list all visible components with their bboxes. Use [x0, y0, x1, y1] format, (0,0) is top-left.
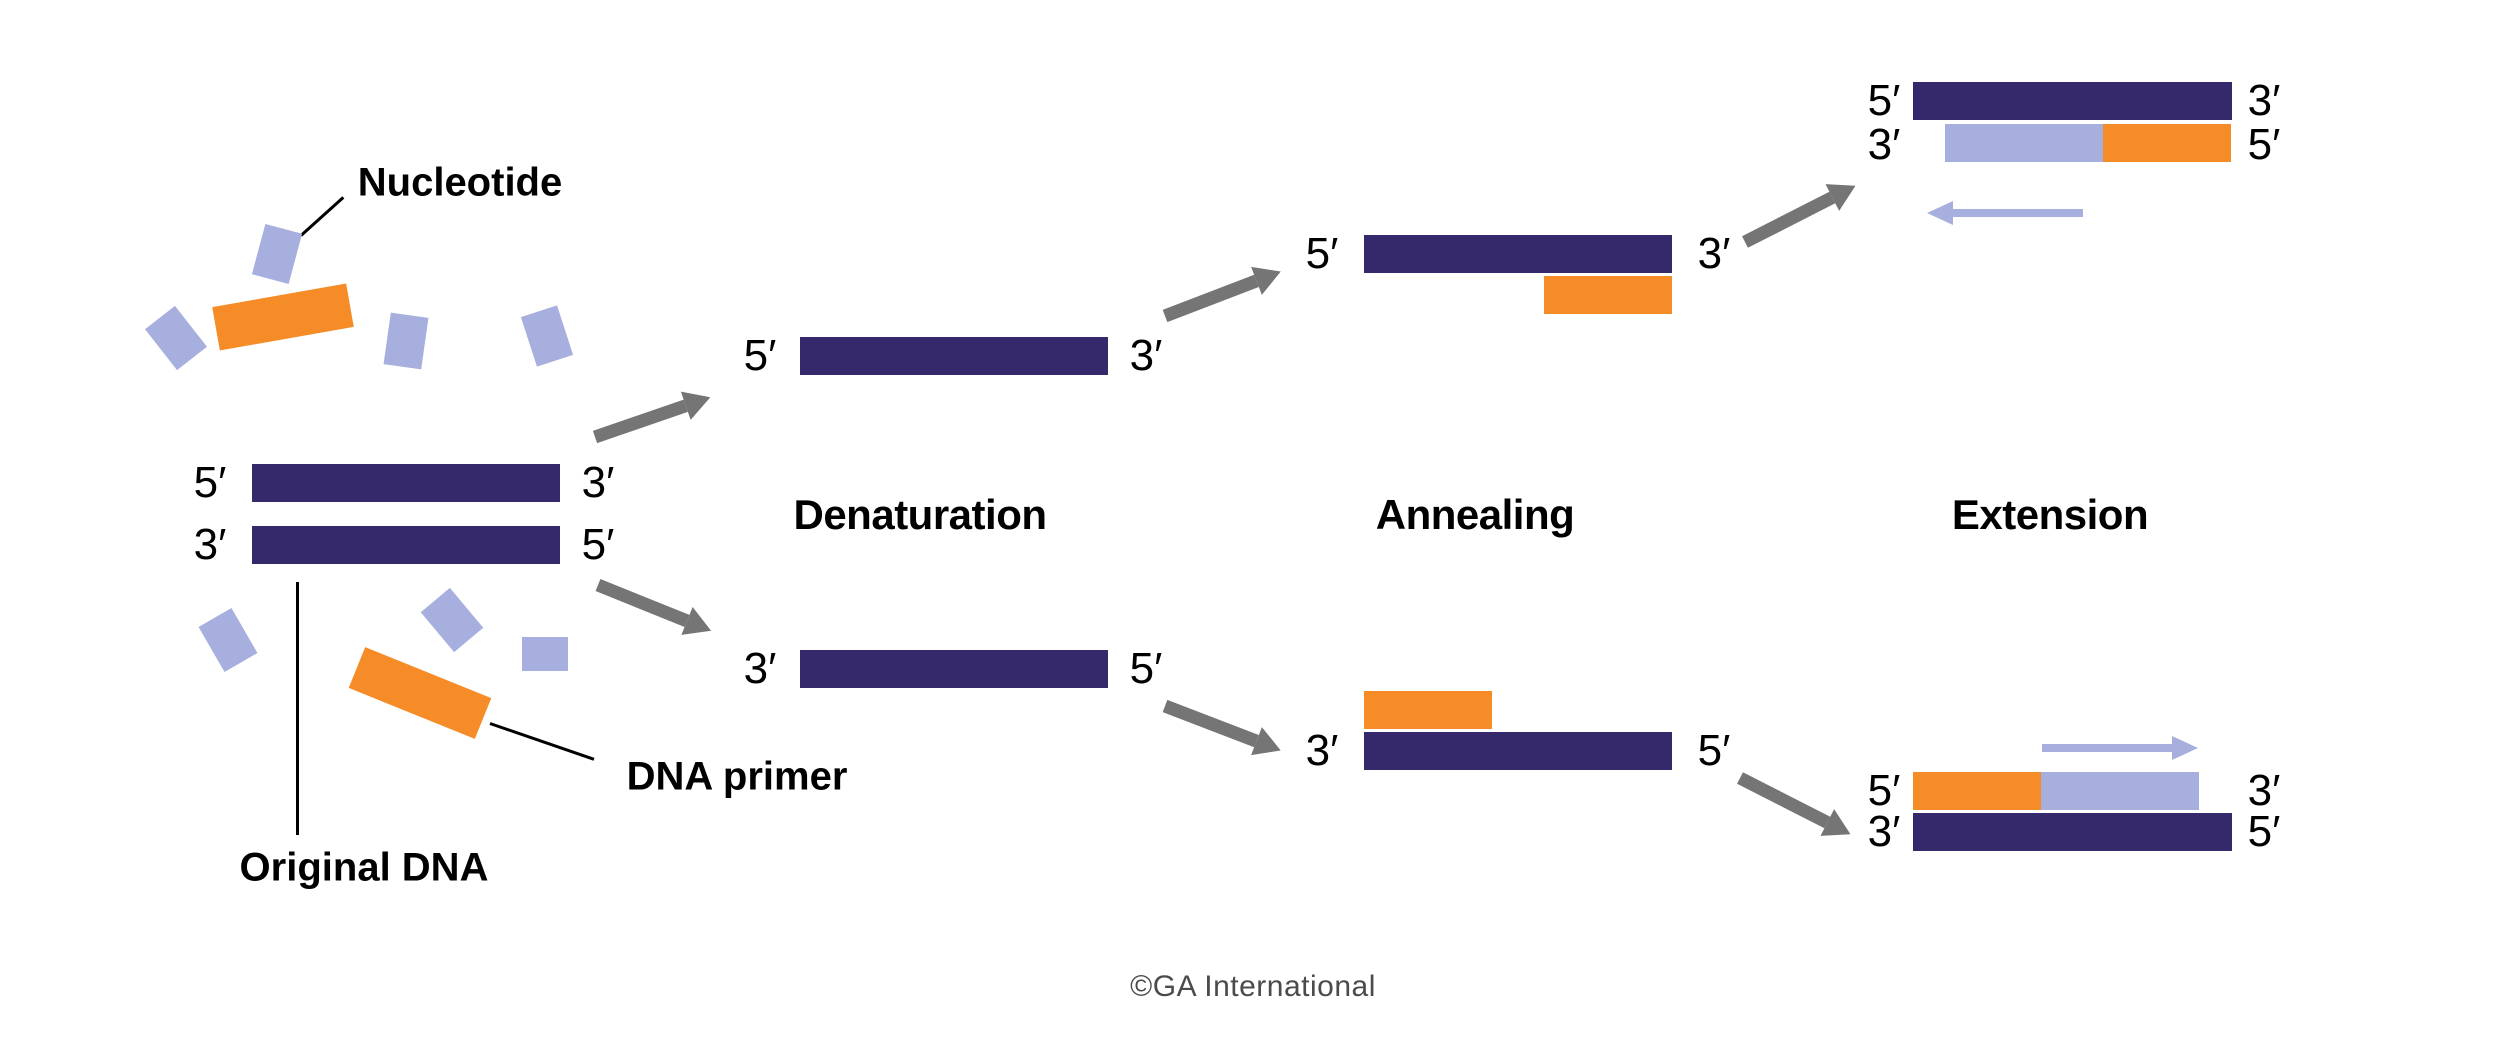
denaturation-step-label: Denaturation — [793, 491, 1047, 538]
extension-bottom-new-strand — [2041, 772, 2199, 810]
end-label: 5′ — [193, 458, 227, 507]
nucleotide-icon — [198, 607, 258, 673]
extension-top-primer — [2103, 124, 2231, 162]
end-label: 5′ — [1129, 644, 1163, 693]
nucleotide-leader-line — [299, 196, 345, 237]
annealing-bottom-template — [1364, 732, 1672, 770]
extension-top-new-strand — [1945, 124, 2103, 162]
dna-primer-leader-line — [489, 722, 595, 761]
extension-bottom-primer — [1913, 772, 2041, 810]
end-label: 5′ — [1305, 229, 1339, 278]
end-label: 3′ — [1867, 807, 1901, 856]
flow-arrow-icon — [1733, 764, 1858, 849]
extension-step-label: Extension — [1951, 491, 2149, 538]
denatured-top-strand — [800, 337, 1108, 375]
end-label: 5′ — [743, 331, 777, 380]
extension-top-template — [1913, 82, 2232, 120]
end-label: 3′ — [1129, 331, 1163, 380]
dna-primer-label: DNA primer — [626, 754, 848, 799]
denatured-bottom-strand — [800, 650, 1108, 688]
annealing-step-label: Annealing — [1375, 491, 1575, 538]
flow-arrow-icon — [592, 570, 717, 645]
end-label: 3′ — [193, 520, 227, 569]
nucleotide-icon — [145, 305, 207, 371]
end-label: 3′ — [581, 458, 615, 507]
original-dna-label: Original DNA — [239, 845, 489, 890]
flow-arrow-icon — [590, 382, 716, 452]
original-dna-top-strand — [252, 464, 560, 502]
nucleotide-icon — [383, 312, 429, 370]
end-label: 3′ — [1697, 229, 1731, 278]
end-label: 5′ — [1697, 726, 1731, 775]
end-label: 3′ — [2247, 766, 2281, 815]
annealed-primer — [1364, 691, 1492, 729]
nucleotide-icon — [420, 587, 484, 653]
flow-arrow-icon — [1159, 691, 1287, 765]
nucleotide-icon — [522, 637, 568, 671]
end-label: 5′ — [2247, 120, 2281, 169]
annealing-top-template — [1364, 235, 1672, 273]
end-label: 5′ — [1867, 76, 1901, 125]
end-label: 3′ — [1867, 120, 1901, 169]
nucleotide-label: Nucleotide — [357, 160, 563, 205]
original-dna-leader-line — [296, 582, 299, 835]
end-label: 3′ — [1305, 726, 1339, 775]
nucleotide-icon — [251, 223, 303, 285]
copyright-caption: ©GA International — [1130, 970, 1376, 1003]
synthesis-direction-arrow-left-icon — [1927, 201, 2083, 225]
synthesis-direction-arrow-right-icon — [2042, 736, 2198, 760]
flow-arrow-icon — [1738, 171, 1863, 256]
flow-arrow-icon — [1159, 257, 1287, 331]
end-label: 3′ — [2247, 76, 2281, 125]
dna-primer-icon — [212, 283, 354, 351]
dna-primer-icon — [348, 647, 492, 739]
end-label: 5′ — [1867, 766, 1901, 815]
end-label: 5′ — [2247, 807, 2281, 856]
end-label: 3′ — [743, 644, 777, 693]
extension-bottom-template — [1913, 813, 2232, 851]
end-label: 5′ — [581, 520, 615, 569]
nucleotide-icon — [520, 305, 574, 367]
annealed-primer — [1544, 276, 1672, 314]
original-dna-bottom-strand — [252, 526, 560, 564]
